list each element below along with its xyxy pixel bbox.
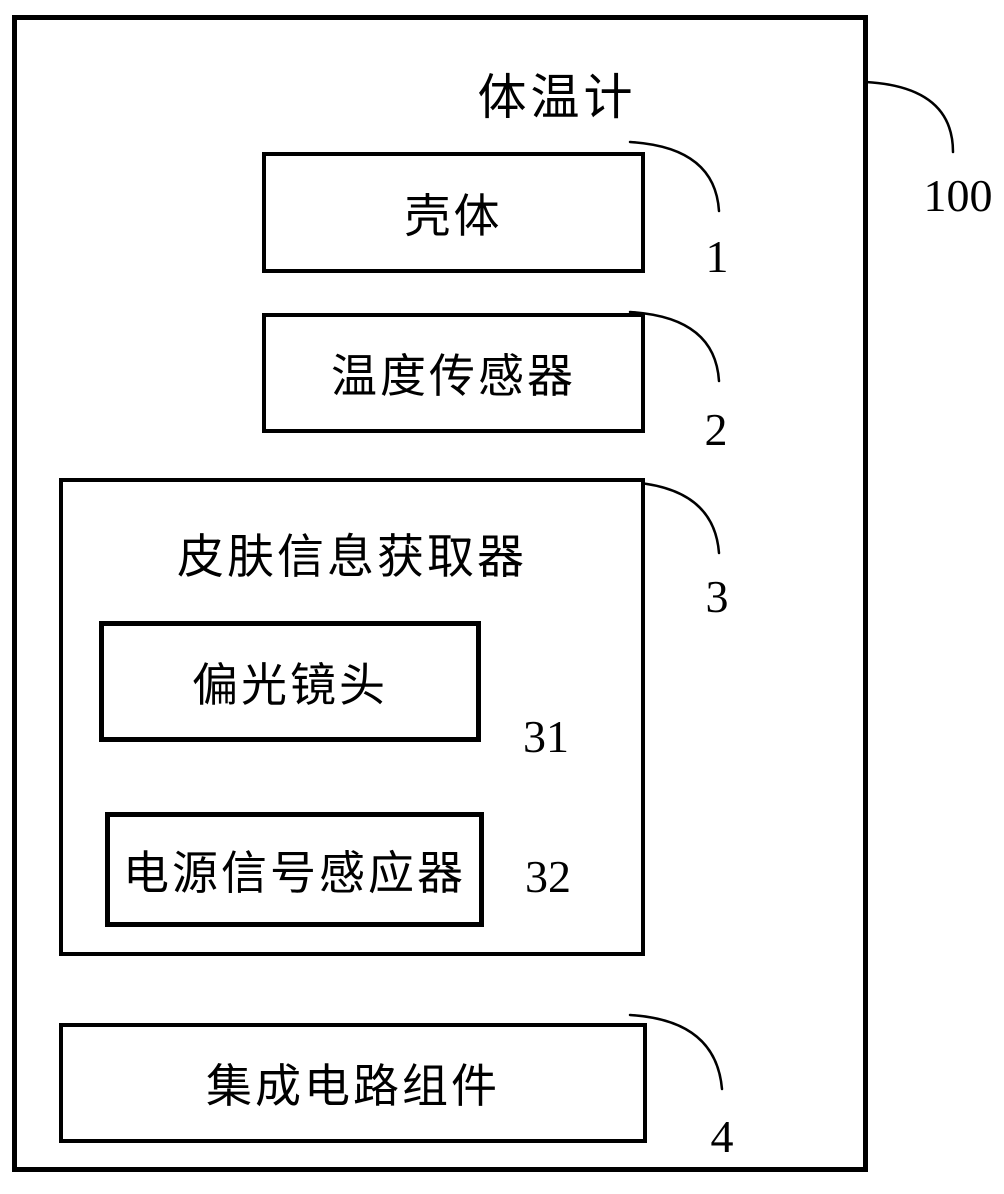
block-skin-info-acquirer: 皮肤信息获取器 偏光镜头 电源信号感应器 xyxy=(59,478,645,956)
block-integrated-circuit-assembly: 集成电路组件 xyxy=(59,1023,647,1143)
leader-line-100 xyxy=(864,80,955,154)
block-housing: 壳体 xyxy=(262,152,645,273)
ref-label-31: 31 xyxy=(523,711,569,762)
block-power-signal-sensor-label: 电源信号感应器 xyxy=(123,847,466,899)
block-housing-label: 壳体 xyxy=(404,190,503,242)
ref-label-3: 3 xyxy=(705,571,729,622)
block-thermometer-outline: 体温计 壳体 温度传感器 皮肤信息获取器 偏光镜头 电源信号感应器 集成电路组件 xyxy=(12,15,868,1172)
block-polarizing-lens-label: 偏光镜头 xyxy=(192,659,388,711)
block-power-signal-sensor: 电源信号感应器 xyxy=(105,812,484,927)
block-skin-info-acquirer-label: 皮肤信息获取器 xyxy=(177,532,527,584)
ref-label-100: 100 xyxy=(923,170,993,221)
block-integrated-circuit-assembly-label: 集成电路组件 xyxy=(206,1061,500,1112)
ref-label-4: 4 xyxy=(710,1111,734,1162)
block-temperature-sensor: 温度传感器 xyxy=(262,313,645,433)
ref-label-2: 2 xyxy=(704,404,728,455)
ref-label-1: 1 xyxy=(705,231,729,282)
diagram-title: 体温计 xyxy=(477,70,637,125)
block-temperature-sensor-label: 温度传感器 xyxy=(331,351,576,402)
block-polarizing-lens: 偏光镜头 xyxy=(99,621,481,742)
ref-label-32: 32 xyxy=(525,851,571,902)
